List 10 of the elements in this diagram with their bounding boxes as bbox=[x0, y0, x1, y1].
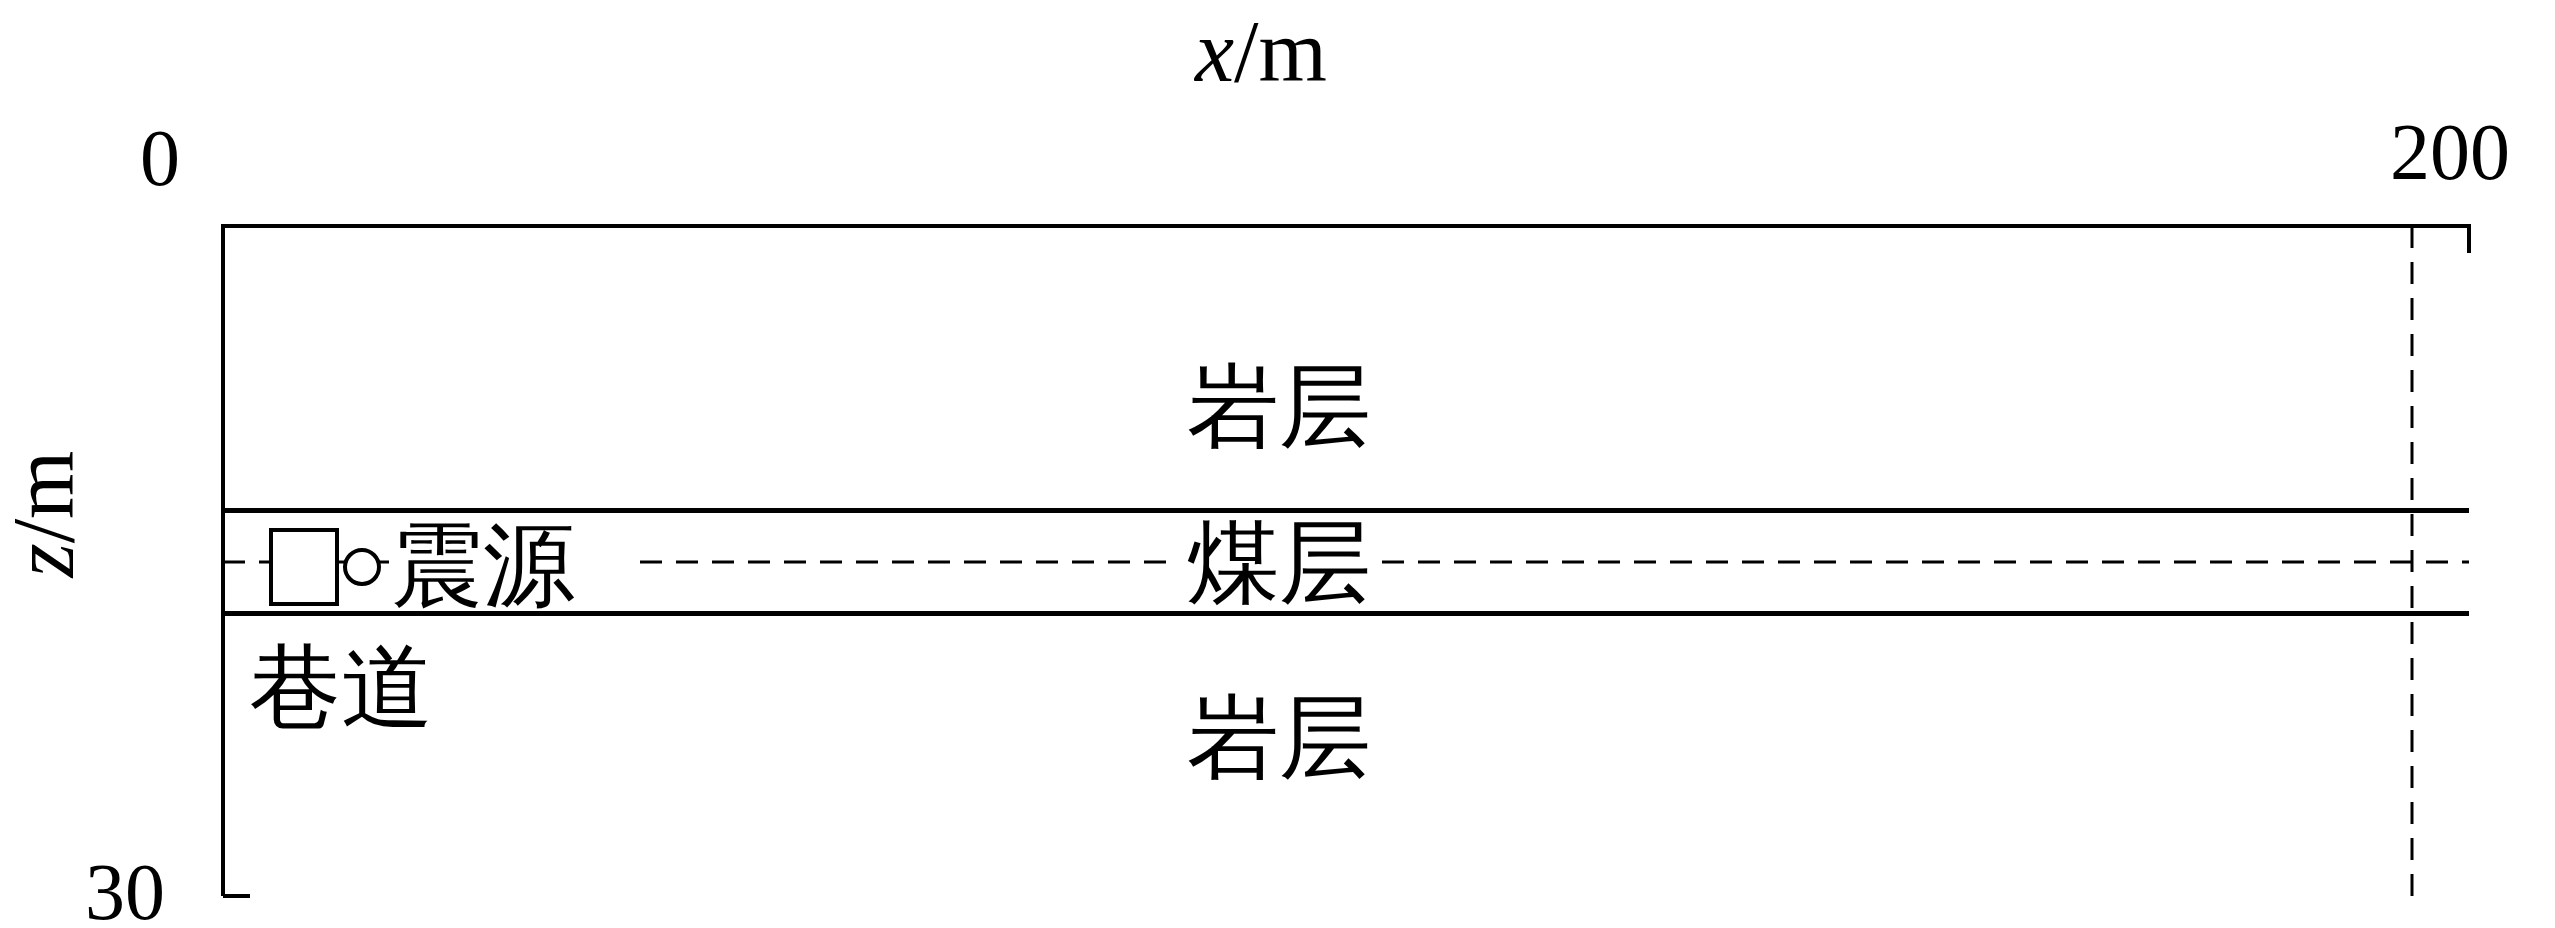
axis-title: x/m bbox=[1195, 8, 1327, 96]
tick-label: 200 bbox=[2390, 112, 2510, 192]
layer-label: 岩层 bbox=[1187, 361, 1371, 453]
layer-label: 煤层 bbox=[1187, 517, 1371, 609]
source-label: 震源 bbox=[391, 520, 575, 612]
axis-title: z/m bbox=[0, 450, 88, 578]
layer-label: 岩层 bbox=[1187, 692, 1371, 784]
tick-label: 30 bbox=[85, 852, 165, 928]
tick-label: 0 bbox=[140, 118, 180, 198]
roadway-label: 巷道 bbox=[249, 642, 433, 734]
